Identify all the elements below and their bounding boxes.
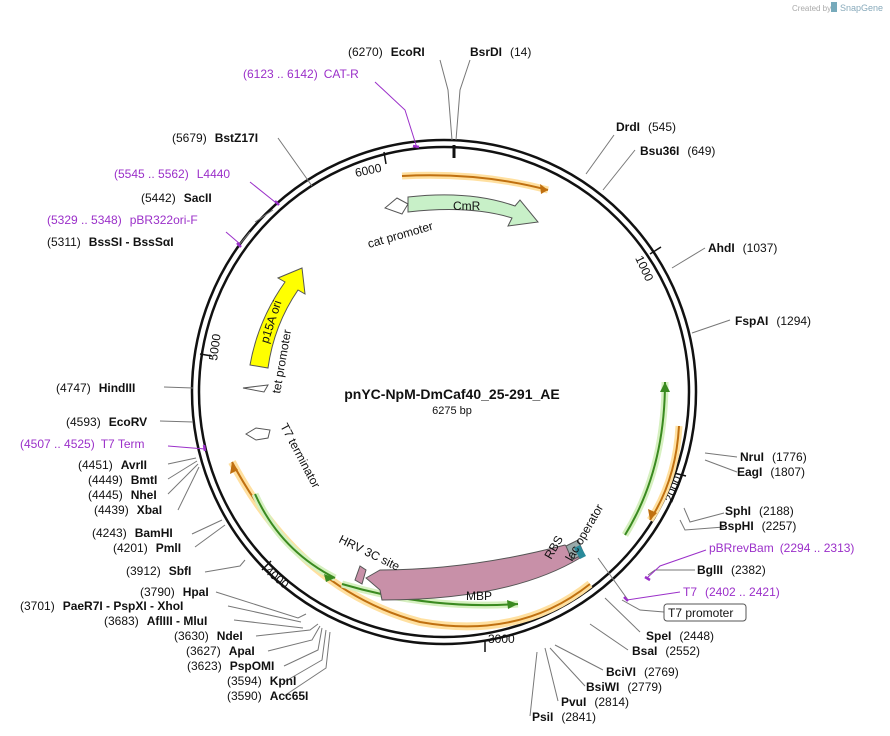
site-hpai[interactable]: (3790)HpaI: [140, 585, 209, 599]
site-pvui[interactable]: PvuI(2814): [561, 695, 629, 709]
svg-text:1000: 1000: [632, 253, 656, 283]
site-bsu36i[interactable]: Bsu36I(649): [640, 144, 715, 158]
snapgene-label: SnapGene: [840, 3, 883, 13]
svg-text:6000: 6000: [354, 161, 383, 180]
plasmid-name: pnYC-NpM-DmCaf40_25-291_AE: [344, 386, 560, 402]
site-bsphi[interactable]: BspHI(2257): [719, 519, 796, 533]
lac-operator-block: [574, 545, 586, 559]
plasmid-length: 6275 bp: [432, 405, 472, 417]
site-psii[interactable]: PsiI(2841): [532, 710, 596, 724]
site-fspai[interactable]: FspAI(1294): [735, 314, 811, 328]
site-drdi[interactable]: DrdI(545): [616, 120, 676, 134]
primer-sites: [202, 144, 651, 602]
site-avrii[interactable]: (4451)AvrII: [78, 458, 147, 472]
site-spei[interactable]: SpeI(2448): [646, 629, 714, 643]
primer-connectors: [167, 81, 707, 601]
site-bamhi[interactable]: (4243)BamHI: [92, 526, 173, 540]
primer-pbrrevbam[interactable]: pBRrevBam(2294 .. 2313): [709, 541, 854, 555]
site-sacii[interactable]: (5442)SacII: [141, 191, 212, 205]
ring-tick-4000: 4000: [261, 560, 292, 592]
site-bglii[interactable]: BglII(2382): [697, 563, 766, 577]
mbp-label: MBP: [466, 589, 492, 603]
site-eagi[interactable]: EagI(1807): [737, 465, 805, 479]
green-arc-2-arrowhead: [324, 574, 335, 582]
site-paer7i[interactable]: (3701)PaeR7I - PspXI - XhoI: [20, 599, 183, 613]
ring-tick-3000: 3000: [484, 632, 515, 652]
site-afliii[interactable]: (3683)AflIII - MluI: [104, 614, 207, 628]
site-ecorv[interactable]: (4593)EcoRV: [66, 415, 147, 429]
lac-arc-arrowhead: [648, 509, 657, 520]
svg-text:5000: 5000: [206, 333, 224, 362]
site-ecori[interactable]: (6270)EcoRI: [348, 45, 425, 59]
site-xbai[interactable]: (4439)XbaI: [94, 503, 162, 517]
site-bstz17i[interactable]: (5679)BstZ17I: [172, 131, 258, 145]
cat-arc-arrowhead: [540, 184, 548, 194]
t7-promoter-label: T7 promoter: [668, 606, 733, 620]
site-acc65i[interactable]: (3590)Acc65I: [227, 689, 308, 703]
green-arc-3-arrowhead: [507, 600, 518, 609]
site-bsiwi[interactable]: BsiWI(2779): [586, 680, 662, 694]
green-arc-3: [341, 583, 519, 607]
cat-orange-arc: [401, 174, 549, 191]
ring-tick-6000: 6000: [354, 151, 387, 180]
t7-terminator-shape: [245, 427, 271, 441]
site-bmti[interactable]: (4449)BmtI: [88, 473, 157, 487]
site-ahdi[interactable]: AhdI(1037): [708, 241, 777, 255]
site-ndei[interactable]: (3630)NdeI: [174, 629, 243, 643]
svg-text:4000: 4000: [262, 564, 292, 592]
ring-tick-5000: 5000: [199, 333, 224, 362]
snapgene-logo-icon: [831, 2, 837, 12]
primer-t7-term[interactable]: (4507 .. 4525)T7 Term: [20, 437, 145, 451]
cat-promoter-label: cat promoter: [366, 219, 435, 251]
big-orange-arrowhead: [230, 462, 238, 474]
site-bsai[interactable]: BsaI(2552): [632, 644, 700, 658]
site-hindiii[interactable]: (4747)HindIII: [56, 381, 135, 395]
hrv-3c-site-label: HRV 3C site: [337, 532, 403, 574]
lac-orange-arc: [649, 425, 680, 521]
cmr-label: CmR: [453, 199, 481, 213]
svg-text:3000: 3000: [488, 632, 515, 646]
site-sbfi[interactable]: (3912)SbfI: [126, 564, 191, 578]
cat-promoter-arrow: [384, 197, 409, 215]
site-sphi[interactable]: SphI(2188): [725, 504, 794, 518]
primer-pbr322ori-f[interactable]: (5329 .. 5348)pBR322ori-F: [47, 213, 198, 227]
green-arc-arrowhead: [660, 382, 670, 392]
site-bsssi[interactable]: (5311)BssSI - BssSαI: [47, 235, 174, 249]
hrv-3c-site-shape: [354, 565, 367, 585]
primer-cat-r[interactable]: (6123 .. 6142)CAT-R: [243, 67, 359, 81]
site-nrui[interactable]: NruI(1776): [740, 450, 807, 464]
backbone-outer-ring: [190, 138, 698, 646]
primer-l4440[interactable]: (5545 .. 5562)L4440: [114, 167, 230, 181]
site-bcivi[interactable]: BciVI(2769): [606, 665, 679, 679]
site-bsrdi[interactable]: BsrDI(14): [470, 45, 531, 59]
mbp-green-arc: [624, 381, 666, 536]
green-arc-2: [254, 493, 336, 579]
site-kpni[interactable]: (3594)KpnI: [227, 674, 296, 688]
t7-terminator-label: T7 terminator: [277, 421, 323, 491]
tet-promoter-arrow: [242, 384, 269, 393]
site-pspomi[interactable]: (3623)PspOMI: [187, 659, 274, 673]
site-apai[interactable]: (3627)ApaI: [186, 644, 255, 658]
backbone-inner-ring: [197, 145, 691, 639]
primer-t7[interactable]: T7(2402 .. 2421): [683, 585, 780, 599]
t7-promoter-box: [663, 603, 747, 622]
site-pmli[interactable]: (4201)PmlI: [113, 541, 181, 555]
cmr-feature: [407, 194, 539, 227]
p15a-ori-feature: [249, 267, 306, 369]
created-by-label: Created by: [792, 4, 831, 13]
site-nhei[interactable]: (4445)NheI: [88, 488, 157, 502]
